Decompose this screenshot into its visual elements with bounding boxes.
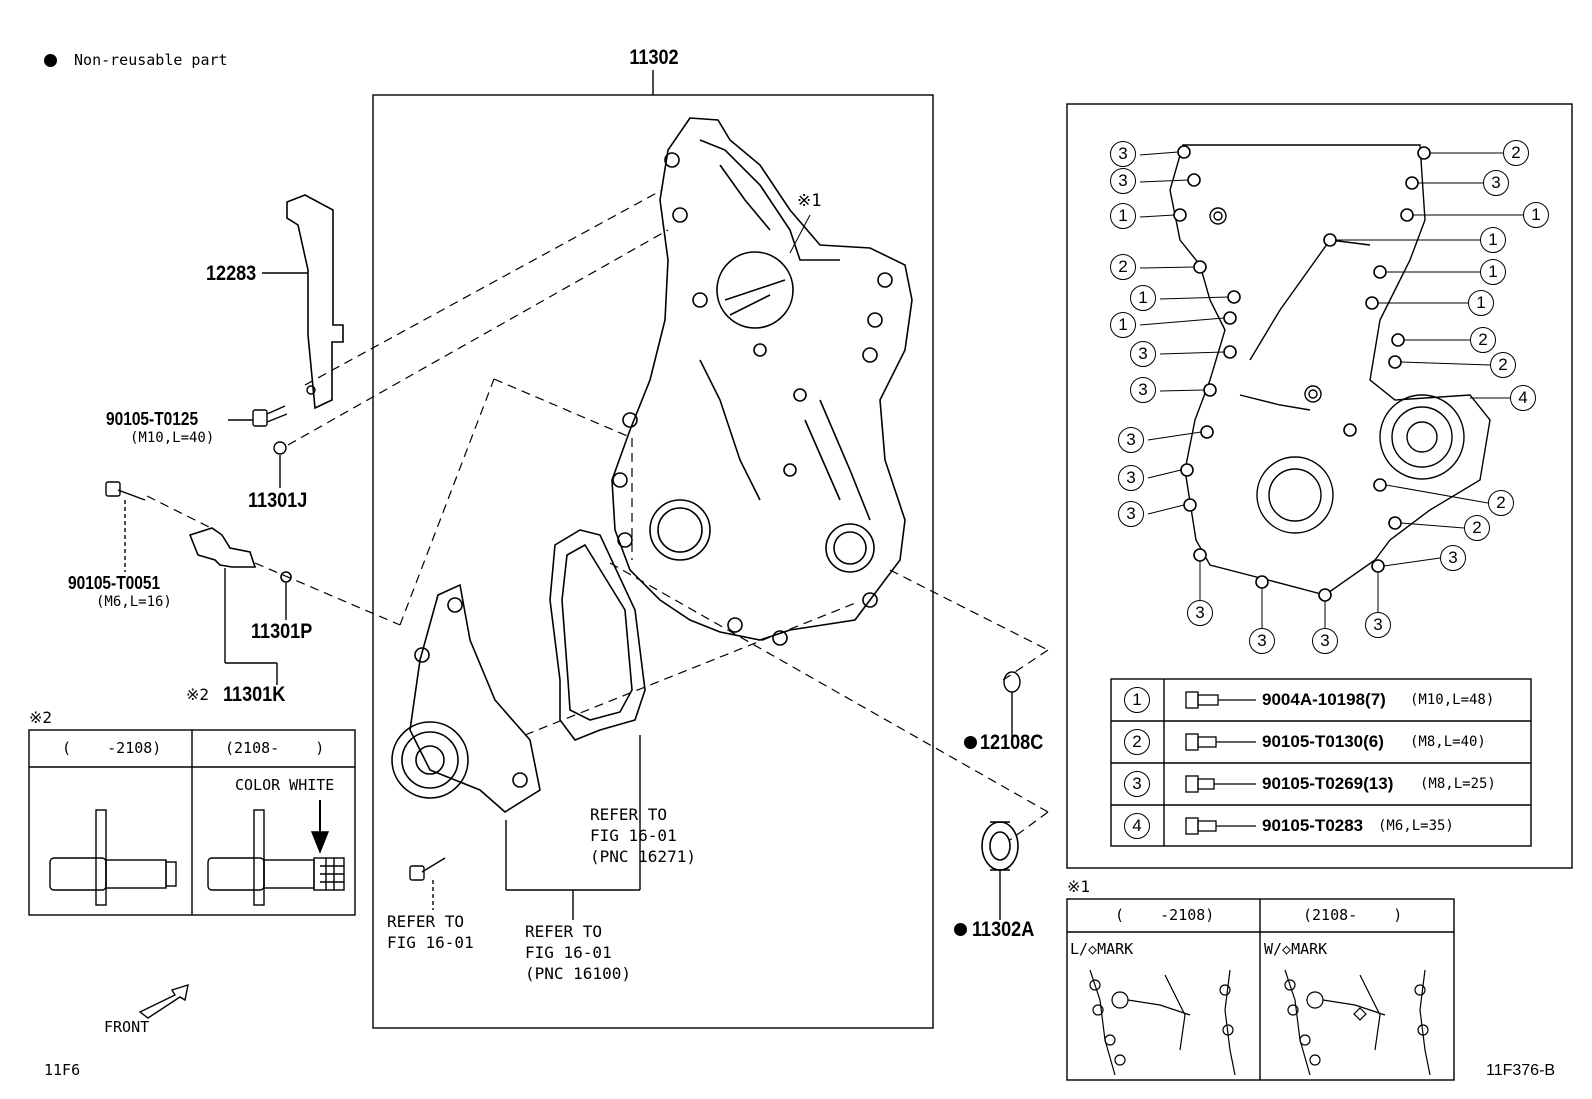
part-12283: 12283: [206, 262, 257, 285]
footer-right-id: 11F376-B: [1486, 1062, 1556, 1079]
bolt-t0051-drawing: [105, 481, 146, 501]
spec-90105-t0051: (M6,L=16): [96, 594, 172, 610]
gasket-drawing: [549, 529, 646, 741]
bolt-callout: 3: [1365, 612, 1391, 638]
refer-bolt: REFER TO FIG 16-01: [387, 912, 474, 952]
variant1-col2: (2108- ): [1303, 906, 1403, 924]
refer-pnc-16271: REFER TO FIG 16-01 (PNC 16271): [590, 805, 696, 866]
bolt-table-spec: (M8,L=40): [1410, 734, 1486, 750]
variant2-col2: (2108- ): [225, 739, 325, 757]
refer-pnc-16100: REFER TO FIG 16-01 (PNC 16100): [525, 922, 631, 983]
non-reusable-dot-icon: [954, 923, 967, 936]
variant1-col1: ( -2108): [1115, 906, 1215, 924]
bolt-callout: 1: [1130, 285, 1156, 311]
part-11301k-mark: ※2: [186, 685, 210, 704]
part-90105-t0125: 90105-T0125: [106, 409, 199, 429]
bolt-callout: 3: [1118, 501, 1144, 527]
non-reusable-dot-icon: [44, 54, 57, 67]
variant1-mark: ※1: [1067, 877, 1091, 896]
water-pump-drawing: [391, 583, 541, 813]
bolt-callout: 3: [1249, 628, 1275, 654]
bolt-t0125-drawing: [252, 405, 288, 427]
part-11301j: 11301J: [248, 489, 308, 512]
bolt-table-num: 4: [1124, 813, 1150, 839]
detail-cover-drawing: [1169, 144, 1491, 596]
part-11301p: 11301P: [251, 620, 313, 643]
legend: Non-reusable part: [44, 53, 228, 68]
bolt-callout: 1: [1468, 290, 1494, 316]
washer-11301j-drawing: [273, 441, 287, 455]
bracket-12283-drawing: [286, 194, 344, 410]
sensor-11301k-drawing: [188, 527, 292, 583]
part-11302a: 11302A: [972, 918, 1035, 941]
bolt-callout: 3: [1110, 141, 1136, 167]
bolt-callout: 1: [1523, 202, 1549, 228]
variant1-label1: L/◇MARK: [1070, 940, 1134, 958]
bolt-refer-drawing: [409, 857, 446, 881]
bolt-callout: 3: [1440, 545, 1466, 571]
bolt-detail-box: [1066, 103, 1573, 869]
oil-seal-11302a-drawing: [981, 821, 1019, 871]
variant1-table: [1066, 898, 1455, 1081]
plug-12108c-drawing: [1003, 671, 1021, 693]
part-11301k: 11301K: [223, 683, 286, 706]
bolt-callout: 3: [1110, 168, 1136, 194]
bolt-table-part: 90105-T0283: [1262, 816, 1364, 835]
bolt-callout: 2: [1464, 515, 1490, 541]
bolt-callout: 3: [1130, 341, 1156, 367]
bolt-callout: 1: [1110, 312, 1136, 338]
variant2-mark: ※2: [29, 708, 53, 727]
bolt-callout: 1: [1110, 203, 1136, 229]
bolt-callout: 3: [1187, 600, 1213, 626]
part-12108c: 12108C: [980, 731, 1044, 754]
color-white-note: COLOR WHITE: [235, 776, 335, 794]
part-12108c-row: [964, 734, 977, 750]
bolt-callout: 1: [1480, 259, 1506, 285]
bolt-table-num: 3: [1124, 771, 1150, 797]
main-assembly-box: [372, 94, 934, 1029]
bolt-table-part: 90105-T0130(6): [1262, 732, 1384, 751]
bolt-table-spec: (M6,L=35): [1378, 818, 1454, 834]
bolt-callout: 2: [1488, 490, 1514, 516]
legend-text: Non-reusable part: [74, 51, 228, 69]
bolt-callout: 3: [1483, 170, 1509, 196]
part-11302a-row: [954, 921, 967, 937]
footer-left-id: 11F6: [44, 1061, 81, 1079]
bolt-table-num: 1: [1124, 687, 1150, 713]
bolt-callout: 2: [1503, 140, 1529, 166]
variant2-table: [28, 729, 356, 916]
bolt-table-spec: (M8,L=25): [1420, 776, 1496, 792]
variant2-col1: ( -2108): [62, 739, 162, 757]
bolt-callout: 3: [1312, 628, 1338, 654]
bolt-table-spec: (M10,L=48): [1410, 692, 1495, 708]
detail-leader-lines: [1139, 151, 1523, 628]
bolt-callout: 2: [1110, 254, 1136, 280]
bolt-table-part: 9004A-10198(7): [1262, 690, 1386, 709]
bolt-table-part: 90105-T0269(13): [1262, 774, 1394, 793]
timing-cover-drawing: [611, 117, 913, 646]
spec-90105-t0125: (M10,L=40): [130, 430, 215, 446]
bolt-callout: 1: [1480, 227, 1506, 253]
bolt-callout: 3: [1118, 465, 1144, 491]
bolt-callout: 2: [1470, 327, 1496, 353]
part-90105-t0051: 90105-T0051: [68, 573, 161, 593]
bolt-table-num: 2: [1124, 729, 1150, 755]
bolt-callout: 3: [1130, 377, 1156, 403]
leader-lines-dashed: [146, 189, 1049, 841]
main-ref-mark: ※1: [797, 191, 822, 211]
variant1-label2: W/◇MARK: [1264, 940, 1328, 958]
bolt-callout: 4: [1510, 385, 1536, 411]
main-part-number: 11302: [629, 46, 679, 69]
front-arrow-icon: [138, 983, 189, 1019]
non-reusable-dot-icon: [964, 736, 977, 749]
front-label: FRONT: [104, 1018, 150, 1036]
bolt-table-grid: [1110, 678, 1532, 847]
bolt-callout: 2: [1490, 352, 1516, 378]
bolt-callout: 3: [1118, 427, 1144, 453]
